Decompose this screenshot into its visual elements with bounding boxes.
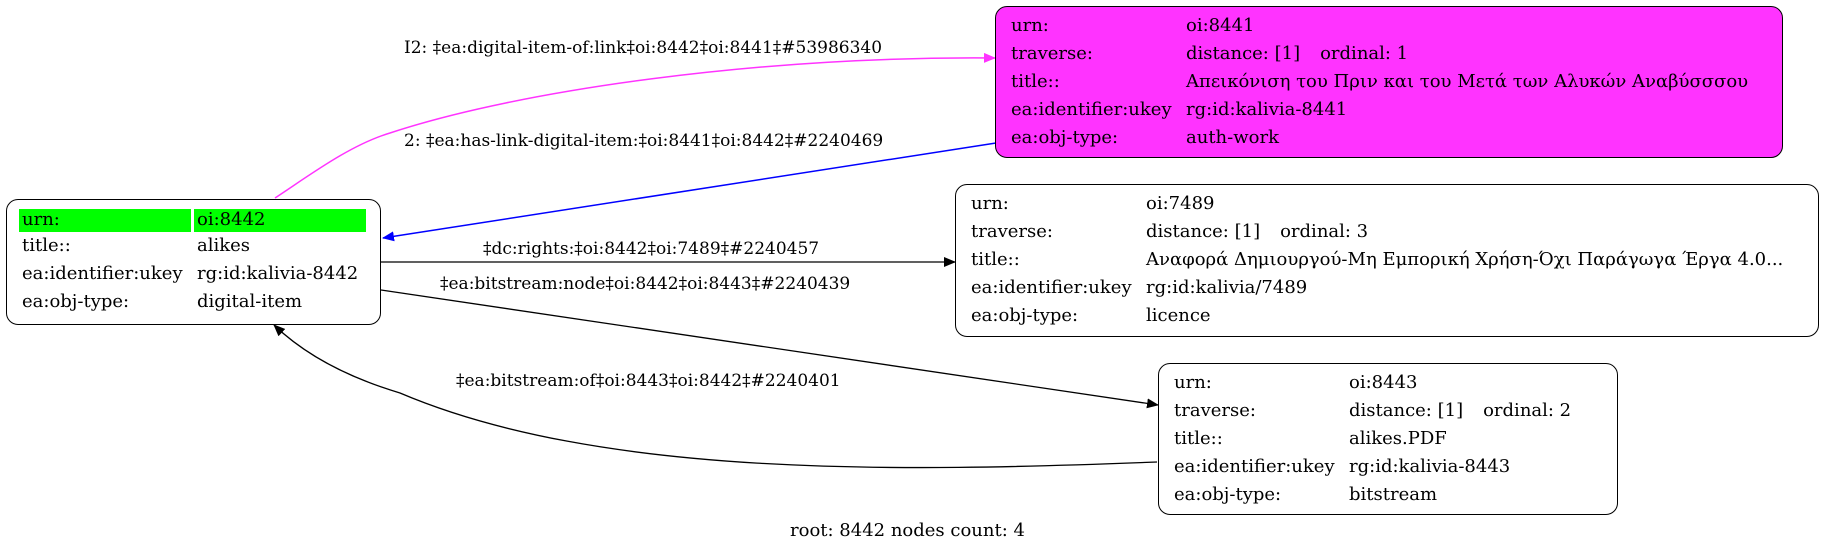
field-value: digital-item <box>197 291 303 312</box>
edge-label-dc-rights: ‡dc:rights:‡oi:8442‡oi:7489‡#2240457 <box>483 239 820 259</box>
edge-label-bitstream-of: ‡ea:bitstream:of‡oi:8443‡oi:8442‡#224040… <box>456 371 841 391</box>
field-value: distance: [1] <box>1349 400 1464 421</box>
field-key: ea:identifier:ukey <box>971 277 1132 298</box>
field-value: licence <box>1146 305 1211 326</box>
field-value: bitstream <box>1349 484 1438 505</box>
field-value: distance: [1] <box>1146 221 1261 242</box>
node-root-8442[interactable]: urn: oi:8442 title:: alikes ea:identifie… <box>6 199 381 325</box>
edge-root-to-8441[interactable] <box>274 52 996 199</box>
graph-footer: root: 8442 nodes count: 4 <box>790 520 1025 541</box>
field-value: rg:id:kalivia-8442 <box>197 263 359 284</box>
field-value: oi:8441 <box>1186 15 1255 36</box>
field-value: alikes.PDF <box>1349 428 1447 449</box>
field-value: oi:8442 <box>197 209 266 230</box>
field-value-ordinal: ordinal: 1 <box>1320 43 1409 64</box>
field-value: oi:7489 <box>1146 193 1215 214</box>
edge-8441-to-root[interactable] <box>382 142 997 242</box>
field-value: Αναφορά Δημιουργού-Μη Εμπορική Χρήση-Όχι… <box>1146 249 1784 270</box>
field-key: urn: <box>22 209 60 230</box>
field-key: ea:identifier:ukey <box>1174 456 1335 477</box>
field-value-ordinal: ordinal: 3 <box>1280 221 1369 242</box>
field-key: title:: <box>971 249 1020 270</box>
node-8443[interactable]: urn: oi:8443 traverse: distance: [1] ordi… <box>1158 363 1618 515</box>
field-value: rg:id:kalivia-8443 <box>1349 456 1511 477</box>
field-key: title:: <box>1011 71 1060 92</box>
field-key: traverse: <box>971 221 1053 242</box>
field-value: alikes <box>197 235 251 256</box>
field-key: ea:obj-type: <box>971 305 1079 326</box>
field-key: ea:obj-type: <box>22 291 130 312</box>
field-key: urn: <box>1011 15 1049 36</box>
field-key: ea:obj-type: <box>1011 127 1119 148</box>
edge-label-bitstream-node: ‡ea:bitstream:node‡oi:8442‡oi:8443‡#2240… <box>440 274 851 294</box>
node-8441[interactable]: urn: oi:8441 traverse: distance: [1] ordi… <box>995 6 1783 158</box>
node-7489[interactable]: urn: oi:7489 traverse: distance: [1] ordi… <box>955 184 1819 337</box>
edge-8443-to-root[interactable] <box>273 324 1158 469</box>
edge-label-digital-item-of: I2: ‡ea:digital-item-of:link‡oi:8442‡oi:… <box>404 38 883 58</box>
field-value-ordinal: ordinal: 2 <box>1483 400 1572 421</box>
field-value: oi:8443 <box>1349 372 1418 393</box>
field-key: ea:identifier:ukey <box>22 263 183 284</box>
field-key: traverse: <box>1174 400 1256 421</box>
field-key: traverse: <box>1011 43 1093 64</box>
field-value: Απεικόνιση του Πριν και του Μετά των Αλυ… <box>1186 71 1749 92</box>
field-value: rg:id:kalivia/7489 <box>1146 277 1308 298</box>
field-key: ea:identifier:ukey <box>1011 99 1172 120</box>
field-value: auth-work <box>1186 127 1279 148</box>
field-key: title:: <box>1174 428 1223 449</box>
edge-label-has-link-digital-item: 2: ‡ea:has-link-digital-item:‡oi:8441‡oi… <box>404 131 884 151</box>
field-key: urn: <box>971 193 1009 214</box>
node-row-urn: urn: oi:8442 <box>19 208 369 232</box>
field-key: ea:obj-type: <box>1174 484 1282 505</box>
field-value: rg:id:kalivia-8441 <box>1186 99 1348 120</box>
edge-root-to-8443[interactable] <box>380 289 1159 409</box>
field-value: distance: [1] <box>1186 43 1301 64</box>
field-key: title:: <box>22 235 71 256</box>
field-key: urn: <box>1174 372 1212 393</box>
